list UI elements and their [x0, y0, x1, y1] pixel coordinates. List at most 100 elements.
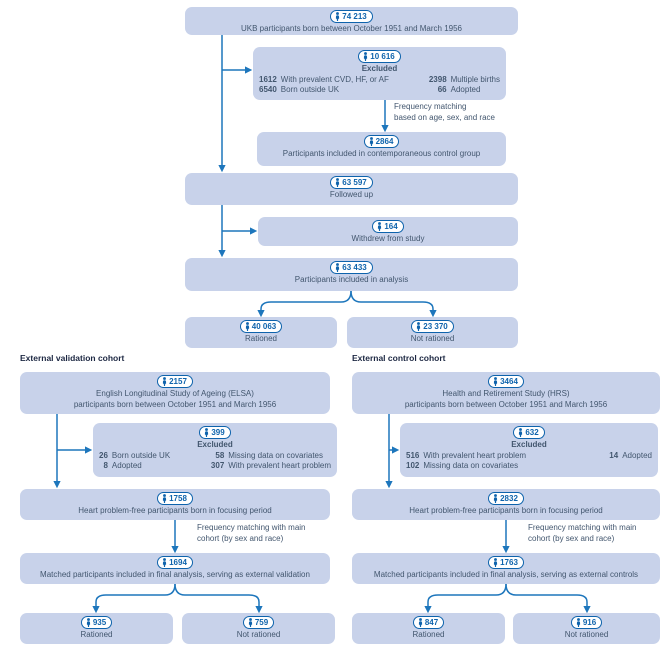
person-icon [163, 377, 167, 386]
count-badge: 74 213 [330, 10, 373, 23]
count-badge: 399 [199, 426, 231, 439]
box-label: Not rationed [410, 334, 455, 343]
note-line: Frequency matching with main [528, 523, 637, 532]
excluded-count: 307 [210, 461, 225, 470]
person-icon [336, 263, 340, 272]
box-label: Heart problem-free participants born in … [78, 506, 272, 515]
excluded-count: 66 [437, 85, 447, 94]
person-icon [576, 618, 580, 627]
count-badge: 23 370 [411, 320, 454, 333]
count-badge: 2832 [488, 492, 524, 505]
person-icon [494, 558, 498, 567]
person-icon [418, 618, 422, 627]
excluded-count: 58 [215, 450, 225, 460]
person-icon [417, 322, 421, 331]
count-badge: 632 [513, 426, 545, 439]
note-line: cohort (by sex and race) [197, 533, 284, 543]
person-icon [163, 494, 167, 503]
box-label: Not rationed [564, 630, 609, 639]
excluded-reason: Born outside UK [280, 85, 340, 94]
box-ukb-participants: 74 213 UKB participants born between Oct… [185, 7, 518, 35]
excluded-reason: Missing data on covariates [423, 461, 519, 470]
freq-match-note-validation: Frequency matching with main cohort (by … [197, 523, 306, 544]
box-included-analysis: 63 433 Participants included in analysis [185, 258, 518, 291]
excluded-count [609, 461, 618, 472]
excluded-reason [622, 461, 652, 472]
box-label: UKB participants born between October 19… [240, 24, 463, 33]
excluded-count: 1612 [259, 74, 277, 84]
box-control-heart-free: 2832 Heart problem-free participants bor… [352, 489, 660, 520]
excluded-title: Excluded [361, 64, 398, 73]
box-validation-rationed: 935 Rationed [20, 613, 173, 644]
box-validation-matched: 1694 Matched participants included in fi… [20, 553, 330, 584]
count-value: 935 [92, 617, 107, 627]
person-icon [245, 322, 249, 331]
note-line: Frequency matching [394, 102, 467, 111]
count-value: 399 [211, 427, 225, 437]
count-badge: 847 [412, 616, 445, 629]
excluded-reason: Adopted [111, 461, 142, 470]
count-badge: 3464 [488, 375, 524, 388]
count-value: 847 [424, 617, 439, 627]
person-icon [248, 618, 252, 627]
box-label: participants born between October 1951 a… [404, 399, 608, 409]
count-value: 40 063 [251, 321, 277, 331]
person-icon [494, 494, 498, 503]
count-value: 3464 [500, 376, 518, 386]
box-label: Matched participants included in final a… [40, 570, 310, 579]
note-line: based on age, sex, and race [394, 112, 495, 122]
count-value: 1763 [500, 557, 518, 567]
person-icon [364, 52, 368, 61]
box-main-excluded: 10 616 Excluded 1612 With prevalent CVD,… [253, 47, 506, 100]
count-badge: 2157 [157, 375, 193, 388]
excluded-reason: With prevalent CVD, HF, or AF [280, 74, 389, 84]
count-value: 759 [254, 617, 269, 627]
box-label: Participants included in contemporaneous… [282, 149, 481, 158]
box-label: Health and Retirement Study (HRS) [442, 389, 570, 398]
box-label: participants born between October 1951 a… [73, 399, 277, 409]
excluded-title: Excluded [511, 440, 547, 449]
excluded-count: 14 [609, 450, 619, 460]
box-label: Rationed [244, 334, 278, 343]
excluded-reason: Multiple births [450, 74, 500, 84]
count-value: 2157 [169, 376, 187, 386]
person-icon [163, 558, 167, 567]
excluded-list: 26 Born outside UK 58 Missing data on co… [93, 451, 337, 472]
count-badge: 916 [570, 616, 603, 629]
count-badge: 2864 [363, 135, 400, 148]
excluded-list: 516 With prevalent heart problem 14 Adop… [400, 451, 658, 472]
count-badge: 1758 [157, 492, 193, 505]
excluded-count: 6540 [259, 85, 277, 94]
excluded-reason: With prevalent heart problem [228, 461, 331, 470]
excluded-count: 516 [406, 450, 420, 460]
person-icon [378, 222, 382, 231]
note-line: cohort (by sex and race) [528, 533, 615, 543]
count-value: 1758 [169, 493, 187, 503]
count-value: 1694 [169, 557, 187, 567]
person-icon [336, 12, 340, 21]
box-control-not-rationed: 916 Not rationed [513, 613, 660, 644]
person-icon [336, 178, 340, 187]
box-label: Withdrew from study [351, 234, 425, 243]
excluded-reason: Born outside UK [111, 450, 171, 460]
count-badge: 1694 [157, 556, 193, 569]
validation-cohort-heading: External validation cohort [20, 353, 125, 363]
box-label: Followed up [329, 190, 374, 199]
box-control-rationed: 847 Rationed [352, 613, 505, 644]
box-label: English Longitudinal Study of Ageing (EL… [96, 389, 254, 398]
box-validation-not-rationed: 759 Not rationed [182, 613, 335, 644]
excluded-list: 1612 With prevalent CVD, HF, or AF 2398 … [253, 75, 506, 96]
control-cohort-heading: External control cohort [352, 353, 446, 363]
count-badge: 40 063 [239, 320, 283, 333]
count-badge: 759 [242, 616, 275, 629]
excluded-count: 2398 [428, 74, 447, 84]
box-contemporaneous-control: 2864 Participants included in contempora… [257, 132, 506, 166]
freq-match-note-main: Frequency matching based on age, sex, an… [394, 102, 495, 123]
box-control-matched: 1763 Matched participants included in fi… [352, 553, 660, 584]
box-label: Heart problem-free participants born in … [409, 506, 603, 515]
count-value: 632 [525, 427, 539, 437]
excluded-count: 26 [99, 450, 108, 460]
person-icon [519, 428, 523, 437]
box-control-excluded: 632 Excluded 516 With prevalent heart pr… [400, 423, 658, 477]
